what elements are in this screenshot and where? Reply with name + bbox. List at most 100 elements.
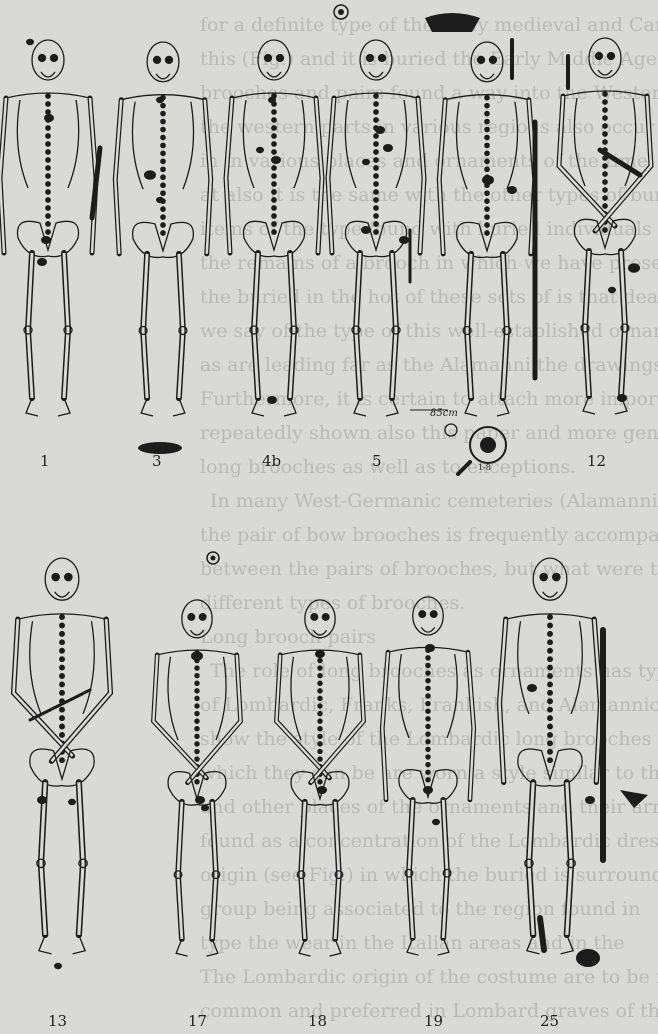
vertebra	[272, 198, 276, 202]
vertebra	[318, 711, 322, 715]
vertebra	[603, 92, 607, 96]
vertebra	[161, 127, 165, 131]
skeleton	[14, 558, 111, 954]
jaw	[421, 627, 434, 632]
vertebra	[426, 740, 430, 744]
eye-socket	[553, 573, 560, 580]
vertebra	[374, 118, 378, 122]
vertebra	[548, 716, 553, 721]
vertebra	[485, 231, 489, 235]
eye-socket	[199, 614, 206, 621]
vertebra	[195, 749, 199, 753]
vertebra	[603, 100, 607, 104]
vertebra	[374, 158, 378, 162]
vertebra	[374, 206, 378, 210]
vertebra	[195, 681, 199, 685]
eye-socket	[596, 53, 603, 60]
vertebra	[318, 757, 322, 761]
eye-socket	[65, 573, 72, 580]
ribs	[183, 102, 194, 190]
vertebra	[426, 762, 430, 766]
vertebra	[548, 615, 553, 620]
vertebra	[603, 172, 607, 176]
vertebra	[548, 674, 553, 679]
ribs	[132, 102, 143, 190]
vertebra	[195, 757, 199, 761]
find-object	[432, 819, 440, 825]
skull	[360, 40, 392, 80]
vertebra	[318, 704, 322, 708]
vertebra	[46, 214, 50, 218]
vertebra	[46, 166, 50, 170]
vertebra	[195, 719, 199, 723]
eye-socket	[419, 611, 426, 618]
skeleton	[559, 38, 651, 414]
vertebra	[548, 665, 553, 670]
find-object	[315, 650, 325, 658]
vertebra	[603, 108, 607, 112]
find-object	[425, 644, 435, 652]
vertebra	[318, 696, 322, 700]
find-object	[383, 144, 393, 152]
vertebra	[272, 166, 276, 170]
vertebra	[272, 150, 276, 154]
vertebra	[548, 749, 553, 754]
vertebra	[272, 142, 276, 146]
eye-socket	[277, 55, 284, 62]
jaw	[598, 70, 612, 75]
pottery-vessel	[425, 13, 480, 32]
vertebra	[60, 716, 65, 721]
vertebra	[161, 119, 165, 123]
vertebra	[603, 180, 607, 184]
vertebra	[426, 770, 430, 774]
vertebra	[46, 198, 50, 202]
vertebra	[548, 741, 553, 746]
vertebra	[60, 758, 65, 763]
vertebra	[161, 191, 165, 195]
vertebra	[272, 230, 276, 234]
vertebra	[426, 686, 430, 690]
vertebra	[485, 207, 489, 211]
ribs	[399, 654, 409, 738]
figure-label-1: 1	[40, 452, 50, 470]
vertebra	[374, 150, 378, 154]
ribs	[447, 654, 457, 738]
vertebra	[195, 711, 199, 715]
vertebra	[195, 742, 199, 746]
skeleton	[226, 40, 322, 416]
vertebra	[603, 124, 607, 128]
vertebra	[485, 135, 489, 139]
vertebra	[374, 166, 378, 170]
vertebra	[60, 657, 65, 662]
vertebra	[161, 231, 165, 235]
vertebra	[603, 164, 607, 168]
eye-socket	[188, 614, 195, 621]
vertebra	[426, 694, 430, 698]
eye-socket	[52, 573, 59, 580]
vertebra	[161, 151, 165, 155]
jaw	[543, 592, 558, 597]
vertebra	[426, 747, 430, 751]
vertebra	[318, 666, 322, 670]
vertebra	[60, 733, 65, 738]
vertebra	[374, 190, 378, 194]
vertebra	[426, 717, 430, 721]
vertebra	[161, 111, 165, 115]
jaw	[41, 72, 55, 77]
ring	[211, 556, 216, 561]
vertebra	[161, 167, 165, 171]
vertebra	[161, 159, 165, 163]
find-object	[201, 805, 209, 811]
vertebra	[195, 704, 199, 708]
vertebra	[603, 204, 607, 208]
vertebra	[485, 223, 489, 227]
find-object	[256, 147, 264, 153]
ribs	[507, 102, 518, 190]
jaw	[190, 630, 203, 635]
figure-label-25: 25	[540, 1012, 559, 1030]
vertebra	[272, 110, 276, 114]
vertebra	[46, 158, 50, 162]
disc-brooch	[480, 437, 496, 453]
vertebra	[60, 674, 65, 679]
